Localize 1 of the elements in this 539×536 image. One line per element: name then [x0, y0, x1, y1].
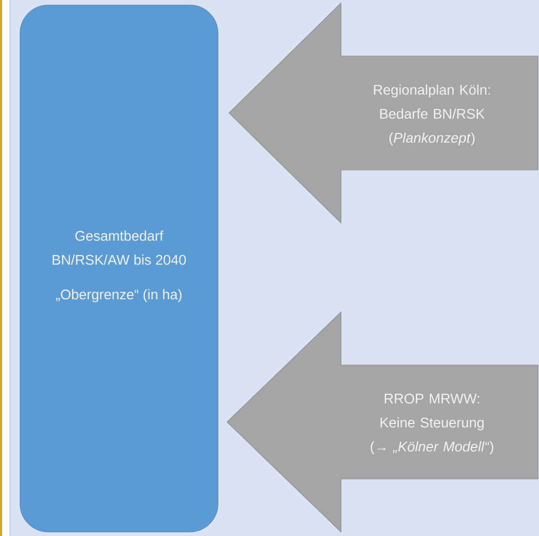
rounded-box: Gesamtbedarf BN/RSK/AW bis 2040 „Obergrenze“ (in ha): [20, 4, 218, 532]
